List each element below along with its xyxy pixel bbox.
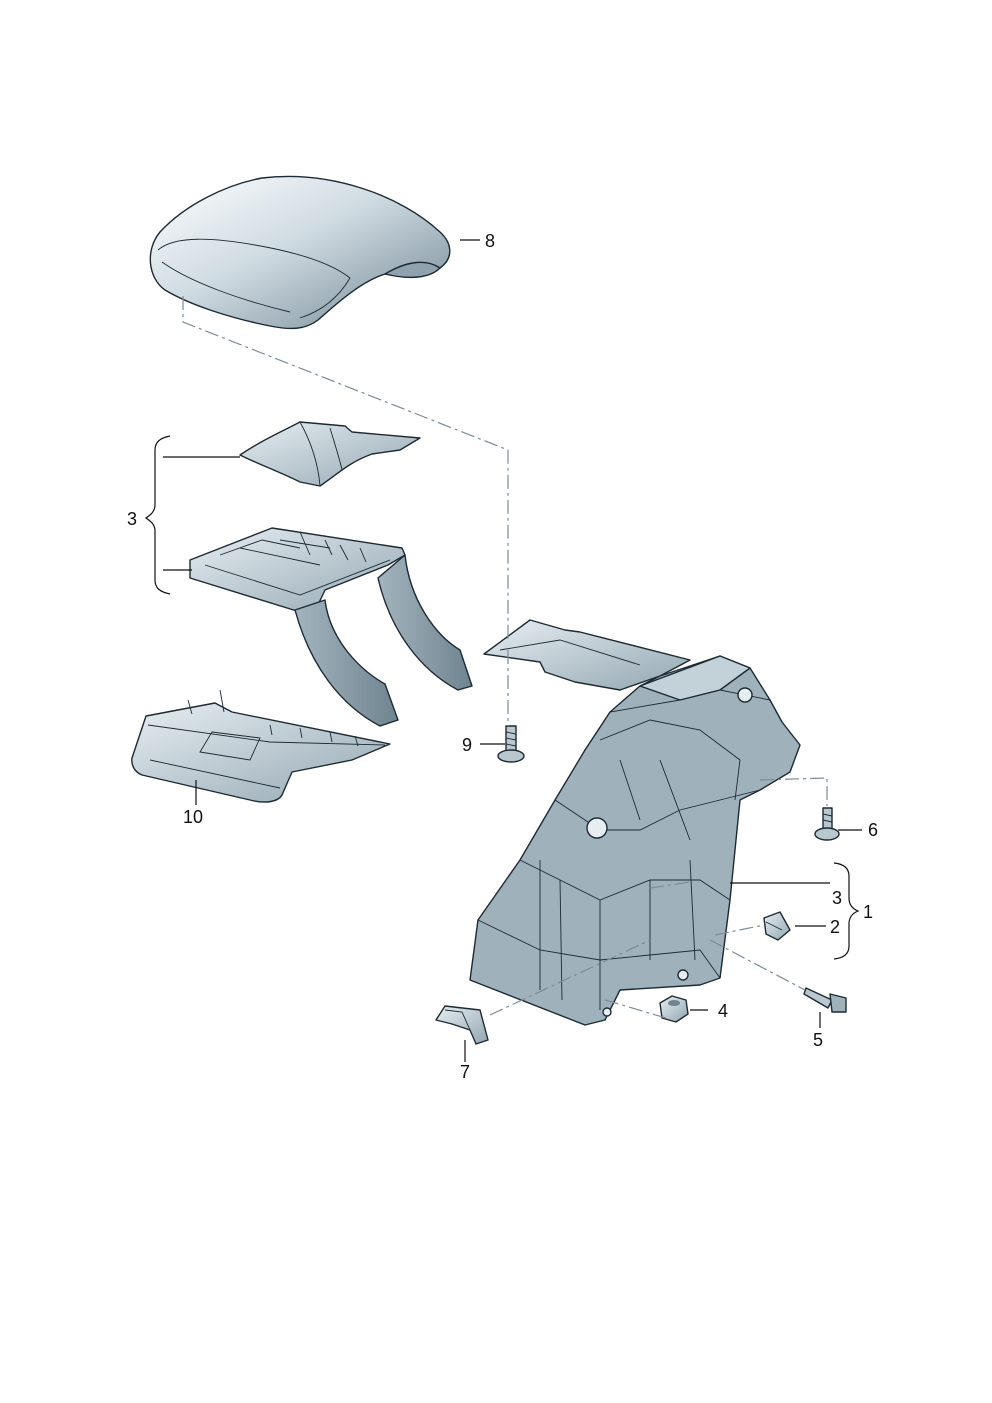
- callout-9: 9: [462, 735, 472, 755]
- callout-3-upper: 3: [127, 509, 137, 529]
- screw-5-part: [803, 987, 847, 1013]
- hex-nut-4-part: [659, 995, 689, 1023]
- callout-5: 5: [813, 1030, 823, 1050]
- clip-7-part: [435, 1005, 489, 1045]
- lower-tray-part: [131, 689, 391, 803]
- clip-nut-2-part: [763, 911, 791, 941]
- callout-6: 6: [868, 820, 878, 840]
- lid-insert-plate-part: [239, 421, 421, 487]
- storage-tray-part: [189, 527, 473, 727]
- assembly-guide-lines: [182, 296, 828, 1019]
- armrest-lid-part: [149, 175, 451, 330]
- leader-lines: [144, 239, 862, 1062]
- callout-labels: 8 3 10 9 6 3 1 2 4 5 7: [127, 231, 878, 1082]
- callout-2: 2: [830, 917, 840, 937]
- callout-1: 1: [863, 902, 873, 922]
- callout-7: 7: [460, 1062, 470, 1082]
- screw-6-part: [814, 807, 840, 841]
- screw-9-part: [497, 725, 525, 763]
- callout-8: 8: [485, 231, 495, 251]
- armrest-bracket-part: [469, 619, 801, 1026]
- callout-3-lower: 3: [832, 888, 842, 908]
- callout-4: 4: [718, 1001, 728, 1021]
- callout-10: 10: [183, 807, 203, 827]
